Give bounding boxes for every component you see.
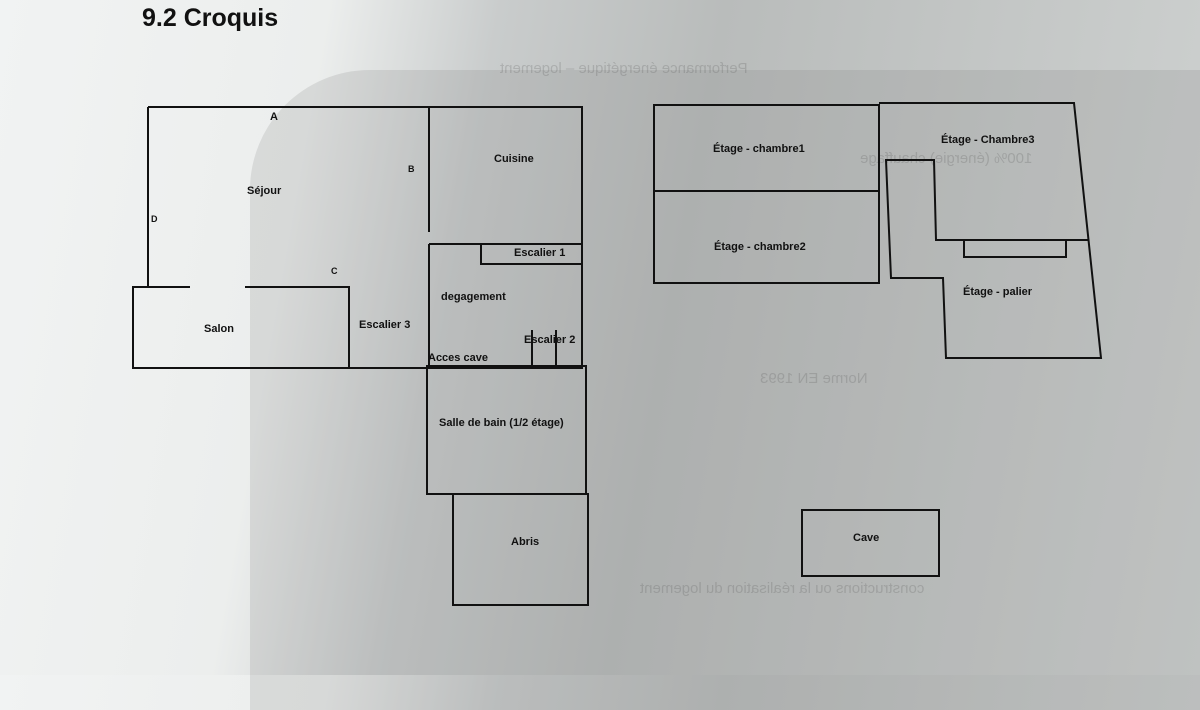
- room-salle-de-bain-label: Salle de bain (1/2 étage): [439, 417, 564, 429]
- point-d-label: D: [151, 214, 158, 224]
- point-c-label: C: [331, 266, 338, 276]
- page-title: 9.2 Croquis: [142, 4, 279, 32]
- shadow-overlay: [250, 70, 1200, 710]
- room-salon-label: Salon: [204, 323, 234, 335]
- point-a-label: A: [270, 111, 278, 123]
- room-sejour-label: Séjour: [247, 185, 282, 197]
- room-escalier1-label: Escalier 1: [514, 247, 565, 259]
- room-abris-label: Abris: [511, 536, 539, 548]
- room-degagement-label: degagement: [441, 291, 506, 303]
- room-palier-label: Étage - palier: [963, 285, 1033, 298]
- room-chambre1-label: Étage - chambre1: [713, 142, 805, 155]
- cave-outline: [801, 509, 940, 577]
- room-escalier3-label: Escalier 3: [359, 319, 410, 331]
- room-cuisine-label: Cuisine: [494, 153, 534, 165]
- room-escalier2-label: Escalier 2: [524, 334, 575, 346]
- room-acces-cave-label: Acces cave: [428, 352, 488, 364]
- ground-floor-walls: [132, 106, 589, 606]
- room-chambre2-label: Étage - chambre2: [714, 240, 806, 253]
- point-b-label: B: [408, 164, 415, 174]
- floor-plan-drawing: A B C D Séjour Cuisine Escalier 1 degage…: [132, 102, 1103, 606]
- room-chambre3-label: Étage - Chambre3: [941, 133, 1035, 146]
- room-cave-label: Cave: [853, 532, 879, 544]
- upper-floor-walls: [653, 102, 1103, 359]
